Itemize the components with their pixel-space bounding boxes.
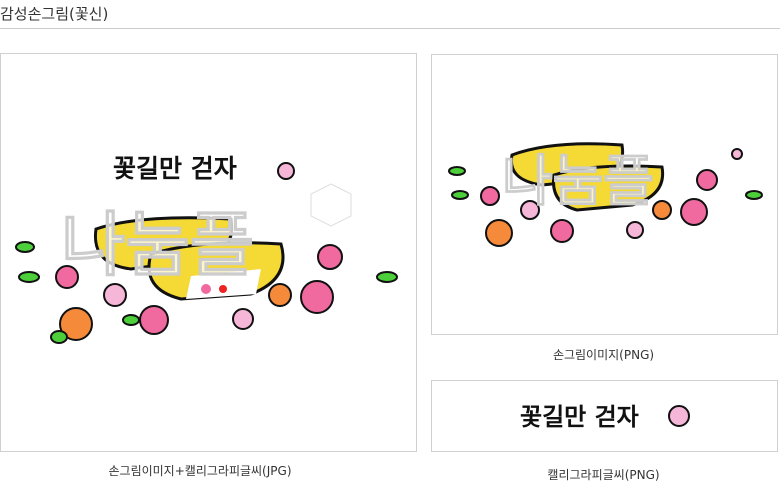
- page-title: 감성손그림(꽃신): [0, 5, 109, 23]
- preview-image-png[interactable]: 나눔플: [431, 54, 778, 335]
- flower-icon: [668, 405, 690, 427]
- calligraphy-lettering: 꽃길만 걷자: [520, 403, 639, 431]
- watermark: 나눔플: [502, 149, 654, 213]
- preview-lettering-png[interactable]: 꽃길만 걷자: [431, 380, 778, 452]
- caption-lettering-png: 캘리그라피글씨(PNG): [547, 468, 660, 482]
- flowers: [55, 244, 343, 341]
- caption-image-png: 손그림이미지(PNG): [552, 348, 655, 362]
- shoe-right: [147, 241, 285, 301]
- flower-shoes-illustration: 나눔플: [448, 142, 763, 247]
- leaves: [15, 241, 398, 344]
- watermark: 나눔플: [61, 204, 254, 286]
- preview-combined-jpg[interactable]: 꽃길만 걷자 나눔플: [0, 53, 417, 452]
- caption-combined: 손그림이미지+캘리그라피글씨(JPG): [108, 464, 292, 478]
- calligraphy-lettering: 꽃길만 걷자: [113, 154, 237, 183]
- flower-shoes-illustration: 나눔플: [15, 162, 398, 344]
- flower-icon: [277, 162, 295, 180]
- divider: [0, 28, 780, 29]
